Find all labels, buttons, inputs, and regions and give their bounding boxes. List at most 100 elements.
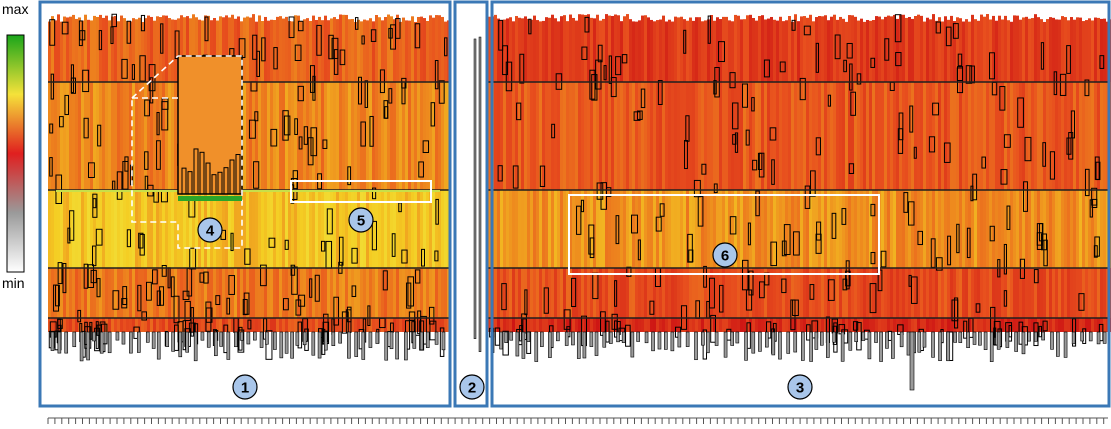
heatmap-cell <box>737 15 740 82</box>
heatmap-cell <box>435 190 438 268</box>
heatmap-cell <box>545 268 548 318</box>
heatmap-cell <box>950 190 953 268</box>
heatmap-cell <box>309 20 312 82</box>
heatmap-cell <box>348 19 351 83</box>
heatmap-cell <box>426 20 429 82</box>
heatmap-cell <box>782 318 785 332</box>
heatmap-cell <box>812 21 815 82</box>
heatmap-cell <box>243 318 246 332</box>
heatmap-cell <box>761 190 764 268</box>
hanging-bar <box>909 331 915 391</box>
hanging-bar <box>651 331 655 352</box>
heatmap-cell <box>983 16 986 83</box>
hanging-bar <box>338 331 342 344</box>
heatmap-contour <box>303 126 309 145</box>
heatmap-cell <box>578 14 581 82</box>
heatmap-column <box>478 36 482 352</box>
hanging-bar <box>582 331 587 359</box>
callout-3: 3 <box>787 374 813 400</box>
heatmap-cell <box>423 268 426 318</box>
heatmap-contour <box>981 156 986 169</box>
heatmap-cell <box>402 268 405 318</box>
heatmap-cell <box>1094 318 1097 332</box>
heatmap-cell <box>866 268 869 318</box>
heatmap-cell <box>66 82 69 190</box>
heatmap-cell <box>1049 82 1052 190</box>
heatmap-cell <box>581 14 584 82</box>
heatmap-cell <box>1094 17 1097 83</box>
heatmap-cell <box>881 82 884 190</box>
heatmap-cell <box>824 268 827 318</box>
heatmap-cell <box>69 268 72 318</box>
heatmap-contour <box>815 233 822 254</box>
heatmap-cell <box>111 16 114 82</box>
heatmap-cell <box>620 82 623 190</box>
heatmap-cell <box>1058 190 1061 268</box>
heatmap-cell <box>285 268 288 318</box>
heatmap-cell <box>875 318 878 332</box>
heatmap-cell <box>168 18 171 82</box>
heatmap-cell <box>147 82 150 190</box>
heatmap-contour <box>516 102 522 121</box>
heatmap-cell <box>890 82 893 190</box>
heatmap-cell <box>381 82 384 190</box>
heatmap-cell <box>575 318 578 332</box>
heatmap-cell <box>195 318 198 332</box>
heatmap-cell <box>1070 318 1073 332</box>
heatmap-contour <box>226 297 231 315</box>
heatmap-cell <box>177 18 180 82</box>
heatmap-cell <box>836 82 839 190</box>
heatmap-cell <box>797 190 800 268</box>
heatmap-cell <box>962 268 965 318</box>
heatmap-cell <box>1073 268 1076 318</box>
hanging-bar <box>814 331 819 350</box>
heatmap-contour <box>894 14 902 43</box>
heatmap-cell <box>336 190 339 268</box>
heatmap-contour <box>895 52 902 67</box>
heatmap-cell <box>117 21 120 82</box>
heatmap-cell <box>692 268 695 318</box>
heatmap-cell <box>680 190 683 268</box>
heatmap-contour <box>631 214 638 234</box>
heatmap-cell <box>770 16 773 82</box>
heatmap-cell <box>917 190 920 268</box>
heatmap-cell <box>884 82 887 190</box>
heatmap-cell <box>497 82 500 190</box>
heatmap-cell <box>168 190 171 268</box>
callout-6: 6 <box>712 242 738 268</box>
heatmap-contour <box>845 270 851 287</box>
heatmap-cell <box>635 21 638 82</box>
heatmap-cell <box>333 190 336 268</box>
heatmap-cell <box>659 318 662 332</box>
heatmap-cell <box>1091 190 1094 268</box>
heatmap-cell <box>803 16 806 82</box>
heatmap-contour <box>174 30 180 60</box>
heatmap-cell <box>75 318 78 332</box>
heatmap-cell <box>668 190 671 268</box>
heatmap-cell <box>890 268 893 318</box>
callout-number: 6 <box>721 248 729 265</box>
heatmap-cell <box>135 190 138 268</box>
hanging-bar <box>701 331 705 346</box>
heatmap-cell <box>527 190 530 268</box>
heatmap-cell <box>881 318 884 332</box>
heatmap-cell <box>908 82 911 190</box>
heatmap-cell <box>983 268 986 318</box>
heatmap-cell <box>671 318 674 332</box>
heatmap-cell <box>926 268 929 318</box>
heatmap-cell <box>363 268 366 318</box>
heatmap-cell <box>725 318 728 332</box>
heatmap-cell <box>1088 268 1091 318</box>
heatmap-contour <box>339 49 346 66</box>
heatmap-cell <box>722 190 725 268</box>
heatmap-cell <box>506 318 509 332</box>
heatmap-contour <box>434 60 439 90</box>
heatmap-cell <box>998 190 1001 268</box>
heatmap-cell <box>848 268 851 318</box>
heatmap-cell <box>770 268 773 318</box>
heatmap-cell <box>357 82 360 190</box>
heatmap-cell <box>884 190 887 268</box>
heatmap-cell <box>51 82 54 190</box>
heatmap-cell <box>1025 16 1028 82</box>
hanging-bar <box>854 331 859 342</box>
